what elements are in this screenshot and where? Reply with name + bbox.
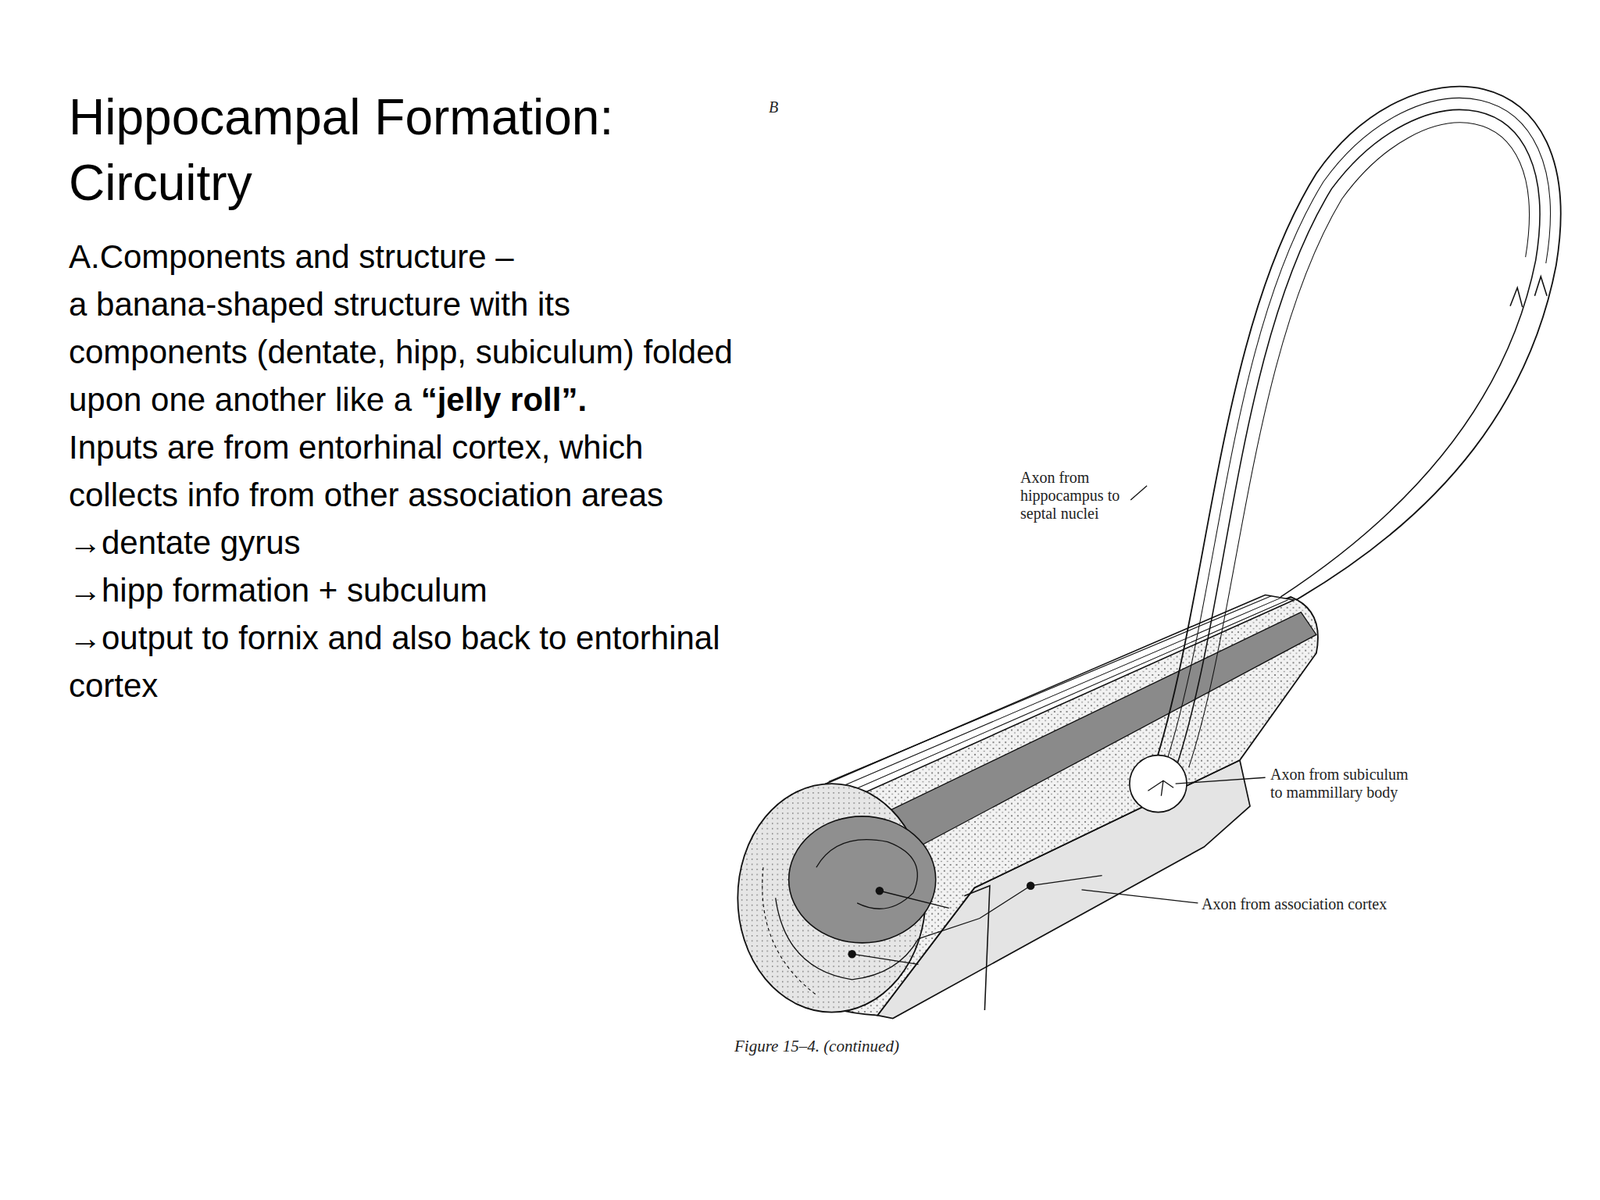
body-paragraph: a banana-shaped structure with its compo… <box>68 280 741 424</box>
body-line: →output to fornix and also back to entor… <box>68 619 721 704</box>
callout-label: Axon from hippocampus to septal nuclei <box>1020 468 1124 523</box>
body-line: A.Components and structure – <box>68 238 515 275</box>
body-line: “jelly roll”. <box>421 381 587 418</box>
body-line: Inputs are from entorhinal cortex, which… <box>68 428 664 514</box>
body-paragraph: Inputs are from entorhinal cortex, which… <box>68 423 741 519</box>
callout-label: Axon from association cortex <box>1201 895 1460 914</box>
body-paragraph: →output to fornix and also back to entor… <box>68 614 741 710</box>
body-paragraph: →dentate gyrus <box>68 518 741 567</box>
figure-caption: Figure 15–4. (continued) <box>734 1037 900 1056</box>
body-line: →hipp formation + subculum <box>68 571 488 609</box>
body-paragraph: A.Components and structure – <box>68 232 741 281</box>
slide-title: Hippocampal Formation: Circuitry <box>68 84 741 216</box>
body-paragraph: →hipp formation + subculum <box>68 566 741 615</box>
body-line: a banana-shaped structure with its compo… <box>68 285 733 418</box>
panel-letter: B <box>768 98 800 117</box>
callout-label: Axon from subiculum to mammillary body <box>1270 765 1411 802</box>
body-line: →dentate gyrus <box>68 524 301 561</box>
body-text: A.Components and structure – a banana-sha… <box>68 232 741 710</box>
